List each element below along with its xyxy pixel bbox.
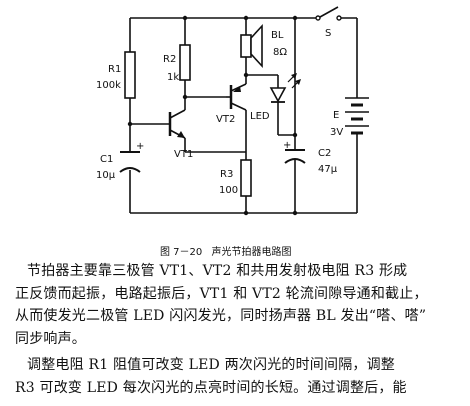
r1-value: 100k [96, 80, 121, 91]
capacitor-c1: + [119, 141, 144, 173]
r3-name: R3 [220, 169, 233, 180]
vt2-label: VT2 [216, 114, 235, 125]
paragraph-1: 节拍器主要靠三极管 VT1、VT2 和共用发射极电阻 R3 形成 正反馈而起振，… [15, 260, 428, 350]
c2-name: C2 [318, 148, 331, 159]
capacitor-c2: + [283, 140, 306, 164]
c1-value: 10μ [96, 170, 116, 181]
led-label: LED [250, 111, 270, 122]
svg-text:+: + [136, 141, 144, 152]
r3-value: 100 [219, 185, 238, 196]
resistor-r1 [124, 51, 136, 99]
c1-name: C1 [100, 154, 113, 165]
circuit-diagram: R1 100k R2 1k R3 100 + C1 10μ + C2 47μ V… [96, 6, 369, 216]
r2-value: 1k [167, 72, 179, 83]
c2-value: 47μ [318, 164, 338, 175]
paragraph-1-line-2: 正反馈而起振，电路起振后，VT1 和 VT2 轮流间隙导通和截止， [15, 285, 428, 302]
bl-name: BL [271, 30, 284, 41]
paragraph-1-line-3: 从而使发光二极管 LED 闪闪发光，同时扬声器 BL 发出“嗒、嗒” [15, 308, 427, 324]
speaker-bl [240, 23, 263, 69]
transistor-vt1 [168, 109, 186, 139]
switch-s [315, 6, 342, 21]
led [269, 73, 301, 103]
svg-text:+: + [283, 140, 291, 151]
junction-dots [127, 15, 298, 216]
figure-number: 图 7－20 [160, 247, 203, 258]
r2-name: R2 [163, 54, 176, 65]
figure-caption: 图 7－20 声光节拍器电路图 [160, 243, 297, 258]
bl-value: 8Ω [273, 47, 287, 58]
resistor-r2 [179, 44, 191, 81]
paragraph-2: 调整电阻 R1 阻值可改变 LED 两次闪光的时间间隔，调整 R3 可改变 LE… [15, 354, 407, 399]
paragraph-1-line-4: 同步响声。 [15, 330, 86, 347]
paragraph-2-line-2: R3 可改变 LED 每次闪光的点亮时间的长短。通过调整后，能 [15, 379, 407, 396]
figure-title: 声光节拍器电路图 [211, 247, 292, 258]
e-value: 3V [330, 127, 343, 138]
paragraph-2-line-1: 调整电阻 R1 阻值可改变 LED 两次闪光的时间间隔，调整 [27, 357, 395, 373]
wires [129, 17, 358, 214]
transistor-vt2 [226, 83, 247, 111]
vt1-label: VT1 [174, 149, 193, 160]
s-label: S [325, 28, 331, 39]
r1-name: R1 [108, 64, 121, 75]
battery-e [345, 97, 369, 140]
resistor-r3 [240, 159, 252, 197]
paragraph-1-line-1: 节拍器主要靠三极管 VT1、VT2 和共用发射极电阻 R3 形成 [27, 263, 408, 279]
e-name: E [333, 110, 339, 121]
